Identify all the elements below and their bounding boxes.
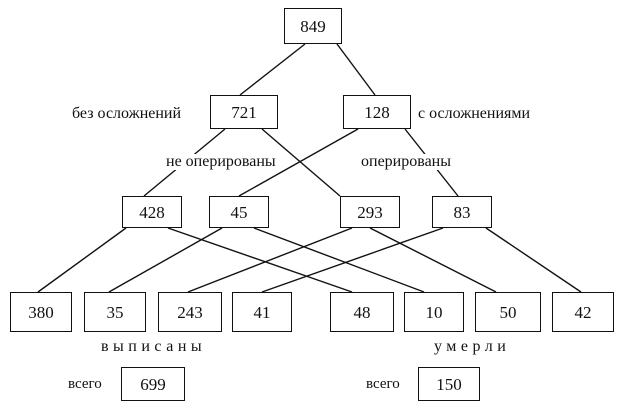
node-243-value: 243	[177, 302, 203, 322]
node-41: 41	[232, 292, 292, 332]
edge-428-48	[167, 227, 353, 293]
label-no-complications: без осложнений	[72, 105, 182, 122]
node-721-value: 721	[231, 102, 257, 122]
node-243: 243	[158, 292, 222, 332]
label-died: умерли	[434, 338, 511, 355]
node-total-699: 699	[121, 367, 185, 401]
edge-83-41	[261, 227, 444, 293]
edge-293-50	[369, 227, 497, 293]
node-10-value: 10	[425, 302, 443, 322]
node-total-699-value: 699	[140, 374, 166, 394]
edge-128-45	[238, 128, 359, 197]
node-380-value: 380	[28, 302, 54, 322]
node-293: 293	[340, 196, 400, 228]
label-total-left: всего	[68, 376, 102, 392]
node-35: 35	[84, 292, 146, 332]
node-721: 721	[210, 95, 278, 129]
node-428: 428	[122, 196, 182, 228]
node-128: 128	[343, 95, 411, 129]
node-428-value: 428	[139, 202, 165, 222]
node-83: 83	[432, 196, 492, 228]
node-48-value: 48	[353, 302, 371, 322]
node-48: 48	[330, 292, 394, 332]
edge-293-243	[187, 227, 353, 293]
node-42: 42	[552, 292, 614, 332]
label-with-complications: с осложнениями	[418, 105, 531, 122]
node-45-value: 45	[230, 202, 248, 222]
edge-849-128	[336, 43, 376, 96]
label-discharged: выписаны	[101, 338, 207, 355]
node-50: 50	[475, 292, 541, 332]
node-380: 380	[10, 292, 72, 332]
edge-83-42	[485, 227, 582, 293]
edge-428-380	[37, 227, 127, 293]
node-10: 10	[404, 292, 464, 332]
edge-721-293	[261, 128, 341, 197]
node-45: 45	[209, 196, 269, 228]
label-total-right: всего	[366, 376, 400, 392]
node-849: 849	[284, 8, 342, 44]
node-35-value: 35	[106, 302, 124, 322]
node-41-value: 41	[253, 302, 271, 322]
edge-849-721	[239, 43, 306, 96]
node-50-value: 50	[499, 302, 517, 322]
node-total-150: 150	[418, 367, 480, 401]
edge-45-10	[253, 227, 425, 293]
edge-45-35	[108, 227, 223, 293]
node-total-150-value: 150	[436, 374, 462, 394]
node-83-value: 83	[453, 202, 471, 222]
node-849-value: 849	[300, 16, 326, 36]
node-42-value: 42	[574, 302, 592, 322]
label-operated: оперированы	[359, 153, 453, 170]
node-128-value: 128	[364, 102, 390, 122]
label-not-operated: не оперированы	[164, 153, 278, 170]
node-293-value: 293	[357, 202, 383, 222]
